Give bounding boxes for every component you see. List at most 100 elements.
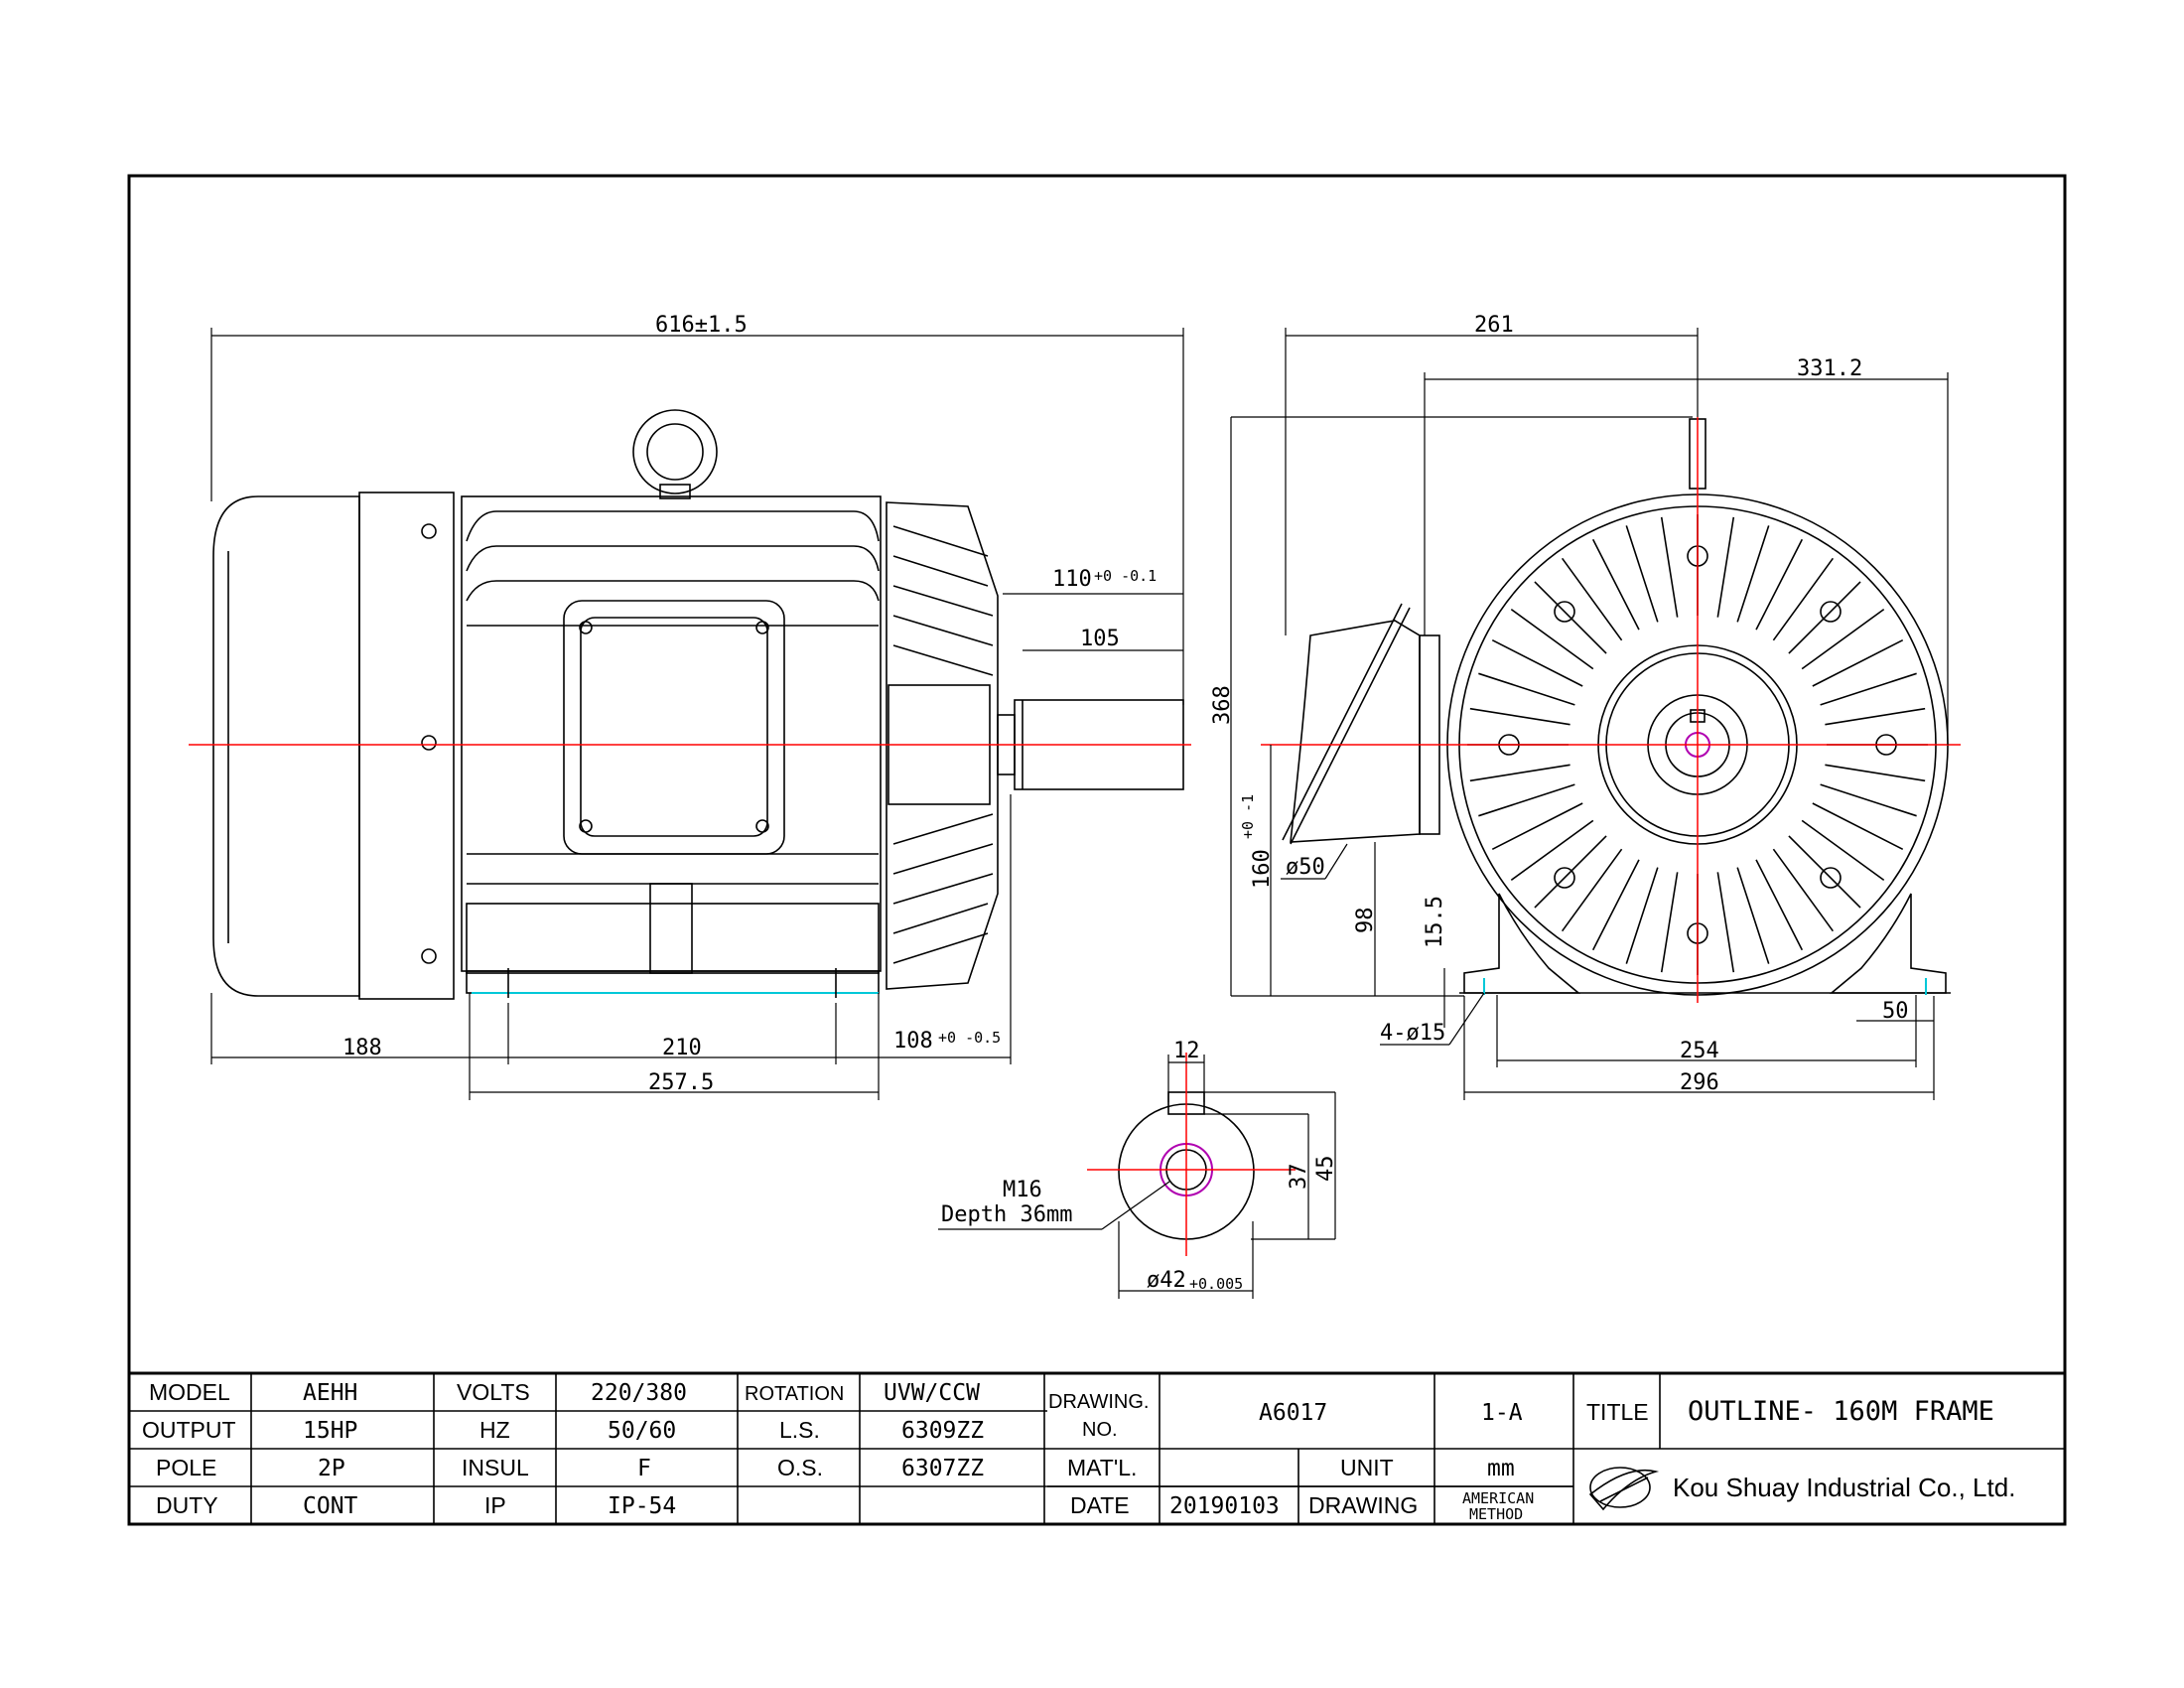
title-block: MODEL OUTPUT POLE DUTY VOLTS HZ INSUL IP… (129, 1371, 2065, 1524)
company-name: Kou Shuay Industrial Co., Ltd. (1673, 1473, 2015, 1502)
cooling-fin (1591, 859, 1640, 951)
cooling-fin (1478, 783, 1575, 817)
label-drawing-no-2: NO. (1082, 1419, 1118, 1441)
cooling-fin (1561, 848, 1623, 932)
dim-conduit-dia: ø50 (1286, 855, 1325, 880)
dim-key-depth-45: 45 (1313, 1156, 1338, 1183)
dim-thread-depth: Depth 36mm (941, 1202, 1072, 1227)
label-insul: INSUL (462, 1455, 529, 1480)
dim-shaft-length-tol: +0 -0.1 (1094, 567, 1157, 585)
cooling-fin (1812, 802, 1904, 851)
cooling-fin (1736, 525, 1770, 623)
label-hz: HZ (479, 1417, 510, 1443)
label-duty: DUTY (156, 1492, 218, 1518)
dim-foot-span-254: 254 (1680, 1039, 1719, 1063)
cooling-fin (1825, 764, 1926, 782)
cooling-fin (1820, 783, 1917, 817)
cooling-fin (1478, 672, 1575, 706)
cooling-fin (1534, 581, 1607, 654)
dim-shaft-usable: 105 (1080, 627, 1120, 651)
dim-conduit-98: 98 (1353, 908, 1378, 934)
cooling-fin (1788, 581, 1861, 654)
value-unit: mm (1487, 1456, 1515, 1481)
value-ip: IP-54 (608, 1493, 676, 1519)
dim-rear-188: 188 (342, 1036, 382, 1060)
cooling-fin (1561, 557, 1623, 641)
dim-shaft-height-tol: +0 -1 (1239, 794, 1257, 839)
side-view-dims: 616±1.5 110 +0 -0.1 105 188 210 108 +0 -… (210, 313, 1184, 1100)
label-matl: MAT'L. (1067, 1455, 1137, 1480)
label-ip: IP (484, 1492, 506, 1518)
cooling-fin (1469, 764, 1570, 782)
cooling-fin (1812, 638, 1904, 687)
dim-foot-width-296: 296 (1680, 1070, 1719, 1095)
cooling-fin (1660, 516, 1679, 618)
dim-width-331: 331.2 (1797, 356, 1862, 381)
shaft-end-view: 12 37 45 ø42 +0.005 M16 Depth 36mm (938, 1039, 1338, 1299)
dim-shaft-dia: ø42 (1147, 1268, 1186, 1293)
cooling-fin (1755, 538, 1804, 631)
dim-key-depth-37: 37 (1287, 1164, 1311, 1191)
value-rotation: UVW/CCW (884, 1380, 980, 1406)
dim-foot-15: 15.5 (1423, 896, 1447, 948)
cooling-fin (1755, 859, 1804, 951)
cooling-fin (1825, 707, 1926, 726)
dim-foot-257: 257.5 (648, 1070, 714, 1095)
cooling-fin (1491, 638, 1583, 687)
value-method-1: AMERICAN (1462, 1489, 1534, 1507)
cooling-fin (1801, 819, 1885, 882)
value-insul: F (637, 1456, 651, 1481)
value-method-2: METHOD (1469, 1505, 1523, 1523)
value-pole: 2P (318, 1456, 345, 1481)
cooling-fin (1491, 802, 1583, 851)
label-title: TITLE (1586, 1399, 1649, 1425)
cooling-fin (1716, 872, 1735, 973)
label-date: DATE (1070, 1492, 1130, 1518)
dim-height-368: 368 (1210, 685, 1235, 725)
label-output: OUTPUT (142, 1417, 236, 1443)
cooling-fin (1820, 672, 1917, 706)
dim-foot-50: 50 (1882, 999, 1909, 1024)
value-volts: 220/380 (591, 1380, 687, 1406)
cooling-fin (1772, 848, 1835, 932)
cooling-fin (1510, 819, 1594, 882)
cooling-fin (1736, 867, 1770, 964)
cooling-fin (1660, 872, 1679, 973)
dim-foot-210: 210 (662, 1036, 702, 1060)
dim-shaft-dia-tol: +0.005 (1189, 1275, 1243, 1293)
label-drawing: DRAWING (1308, 1492, 1418, 1518)
cooling-fin (1625, 867, 1659, 964)
cooling-fin (1801, 608, 1885, 670)
dim-overall-length: 616±1.5 (655, 313, 748, 338)
label-unit: UNIT (1340, 1455, 1394, 1480)
cooling-fin (1469, 707, 1570, 726)
company-logo (1588, 1467, 1660, 1511)
cooling-fin (1625, 525, 1659, 623)
front-view (1261, 417, 1961, 1003)
cooling-fin (1591, 538, 1640, 631)
cooling-fin (1788, 835, 1861, 909)
dim-shaft-108: 108 (893, 1029, 933, 1054)
cooling-fin (1534, 835, 1607, 909)
front-view-dims: 261 331.2 368 160 +0 -1 98 15.5 ø50 4-ø1… (1210, 313, 1949, 1100)
dim-thread: M16 (1003, 1178, 1042, 1202)
value-duty: CONT (303, 1493, 358, 1519)
value-date: 20190103 (1169, 1493, 1280, 1519)
dim-shaft-length: 110 (1052, 567, 1092, 592)
drawing-border (127, 174, 2067, 1526)
side-view (189, 409, 1191, 1000)
cooling-fin (1772, 557, 1835, 641)
label-volts: VOLTS (457, 1379, 530, 1405)
label-model: MODEL (149, 1379, 230, 1405)
label-pole: POLE (156, 1455, 216, 1480)
dim-key-width: 12 (1173, 1039, 1200, 1063)
cooling-fin (1510, 608, 1594, 670)
value-output: 15HP (303, 1418, 357, 1444)
value-model: AEHH (303, 1380, 357, 1406)
value-ls: 6309ZZ (901, 1418, 984, 1444)
dim-bolt-holes: 4-ø15 (1380, 1021, 1445, 1046)
value-hz: 50/60 (608, 1418, 676, 1444)
label-rotation: ROTATION (745, 1383, 844, 1405)
dim-shaft-108-tol: +0 -0.5 (938, 1029, 1001, 1047)
